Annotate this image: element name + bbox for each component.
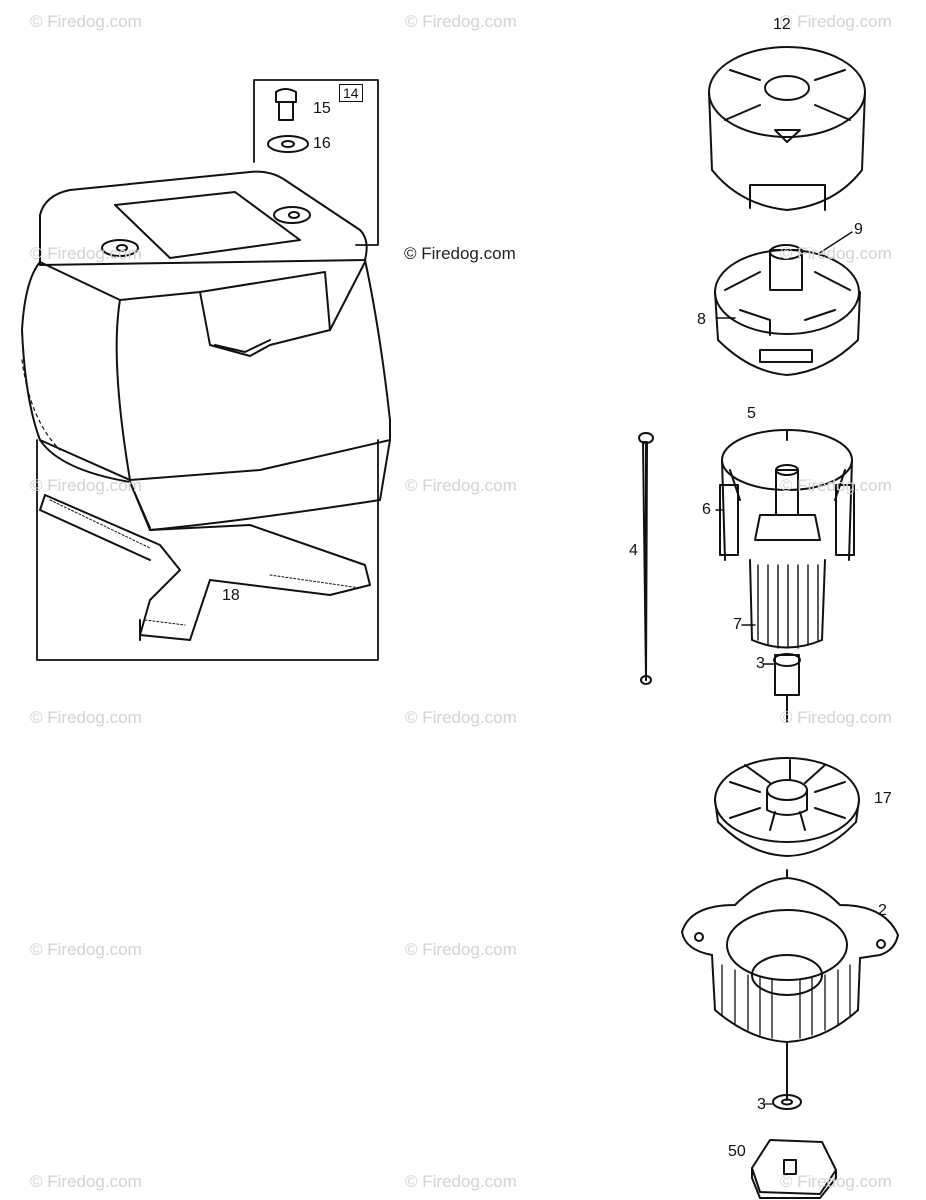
callout-15: 15 [313,100,331,117]
callout-6: 6 [702,501,711,518]
tie-rod-drawing [638,432,654,685]
plate-50-drawing [751,1139,837,1199]
callout-5: 5 [747,405,756,422]
watermark: © Firedog.com [30,708,142,727]
fan-17-drawing [714,757,860,857]
callout-3-upper: 3 [756,655,765,672]
callout-3-lower: 3 [757,1096,766,1113]
end-cap-12-drawing [708,46,866,211]
watermark: © Firedog.com [405,476,517,495]
watermark: © Firedog.com [780,1172,892,1191]
watermark: © Firedog.com [30,1172,142,1191]
callout-4: 4 [629,542,638,559]
callout-2: 2 [878,902,887,919]
armature-drawing [715,464,826,723]
callout-17: 17 [874,790,892,807]
watermark: © Firedog.com [405,940,517,959]
callout-9: 9 [854,221,863,238]
watermark: © Firedog.com [30,12,142,31]
watermark: © Firedog.com [405,708,517,727]
watermark: © Firedog.com [405,1172,517,1191]
watermark: © Firedog.com [780,476,892,495]
watermark: © Firedog.com [30,940,142,959]
watermark: © Firedog.com [780,244,892,263]
callout-18: 18 [222,587,240,604]
motor-housing-2-drawing [681,869,899,1101]
field-stator-drawing [719,429,855,561]
callout-7: 7 [733,616,742,633]
callout-12: 12 [773,16,791,33]
bearing-3-drawing [763,1094,802,1110]
brush-holder-8-drawing [714,231,861,376]
watermark-dark: © Firedog.com [404,244,516,263]
watermark: © Firedog.com [780,708,892,727]
watermark: © Firedog.com [30,476,142,495]
cover-housing-drawing [21,79,391,661]
watermark: © Firedog.com [405,12,517,31]
callout-8: 8 [697,311,706,328]
callout-14: 14 [339,84,363,102]
callout-16: 16 [313,135,331,152]
watermark: © Firedog.com [30,244,142,263]
watermark: © Firedog.com [780,12,892,31]
callout-50: 50 [728,1143,746,1160]
